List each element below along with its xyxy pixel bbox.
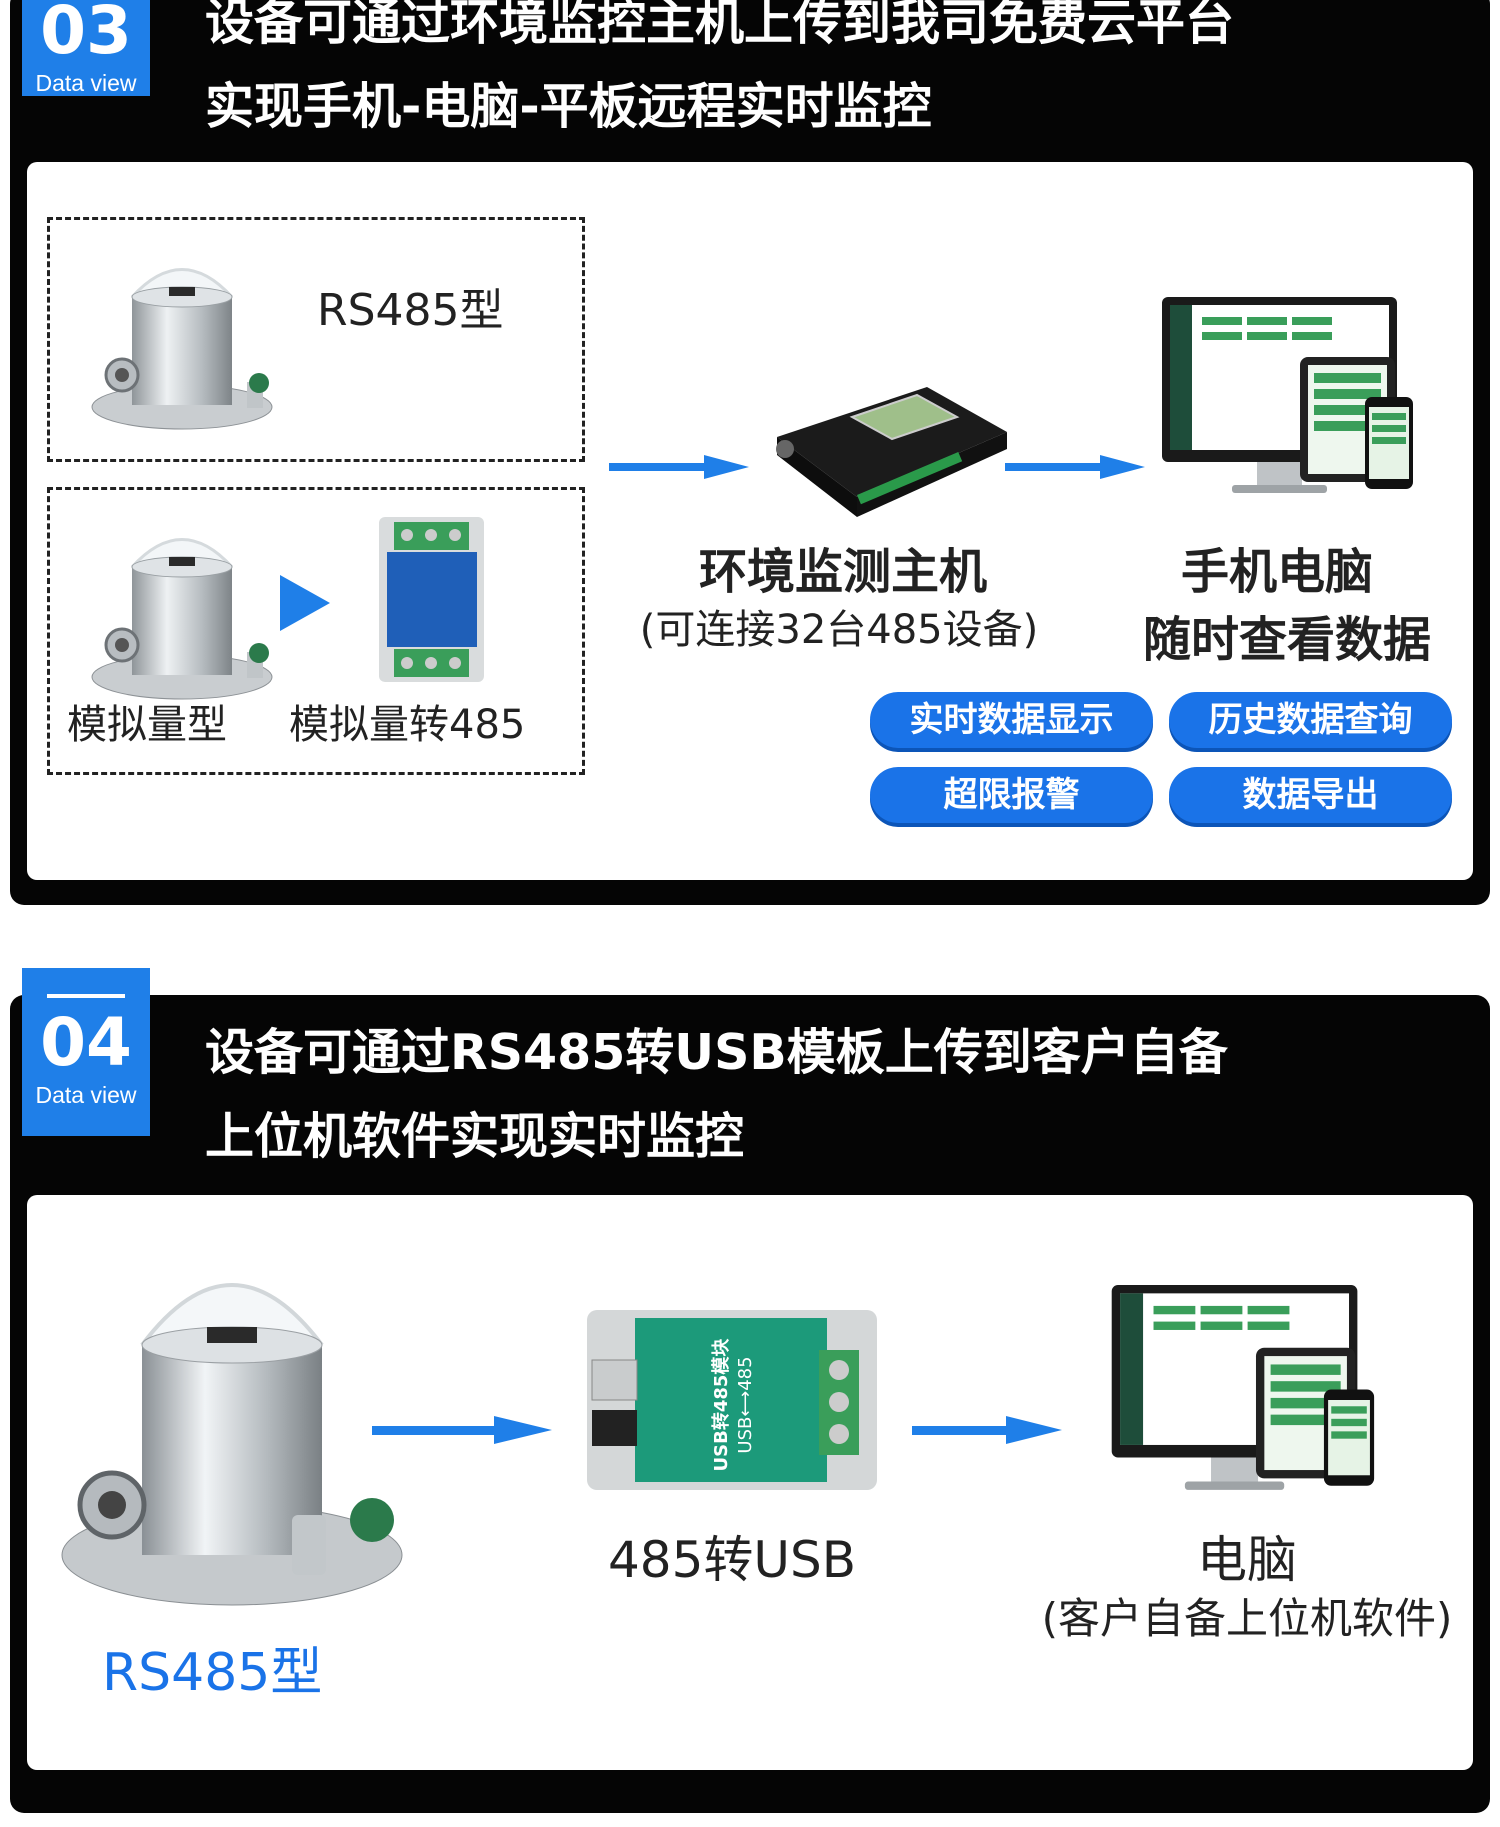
section-03-badge: 03 Data view	[22, 0, 150, 96]
clients-note: 随时查看数据	[1142, 612, 1431, 668]
analog-to-485-module-image	[379, 517, 484, 682]
section-number: 04	[40, 1004, 132, 1081]
section-04-title-line1: 设备可通过RS485转USB模板上传到客户自备	[205, 1024, 1228, 1081]
rs485-sensor-image	[61, 1283, 403, 1606]
rs485-sensor-image	[91, 268, 273, 430]
section-subtitle: Data view	[35, 70, 137, 96]
usb-module-text2: USB⟷485	[735, 1356, 756, 1453]
usb-module-text: USB转485模块	[710, 1338, 732, 1472]
feature-export-pill: 数据导出	[1169, 767, 1452, 823]
feature-history-pill: 历史数据查询	[1169, 692, 1452, 748]
pc-monitor-tablet-phone-image	[1111, 1285, 1375, 1490]
monitoring-host-image	[776, 387, 1007, 517]
section-04-badge: 04 Data view	[22, 968, 150, 1136]
feature-alarm-pill: 超限报警	[870, 767, 1153, 823]
badge-top-bar	[47, 994, 125, 998]
section-04-card: RS485型 USB转485模块 USB⟷485 485转USB 电脑 (客	[27, 1195, 1473, 1770]
rs485-type-label: RS485型	[317, 285, 504, 336]
section-03-title-line2: 实现手机-电脑-平板远程实时监控	[205, 78, 932, 135]
monitor-tablet-phone-image	[1162, 297, 1413, 493]
clients-label: 手机电脑	[1180, 544, 1373, 600]
section-subtitle: Data view	[35, 1082, 137, 1108]
usb-converter-label: 485转USB	[607, 1531, 857, 1589]
triangle-arrow-icon	[280, 575, 330, 631]
arrow-to-usb-icon	[372, 1416, 552, 1444]
host-capacity-note: (可连接32台485设备)	[639, 607, 1039, 653]
arrow-to-host-icon	[609, 455, 749, 479]
section-03-card: RS485型 模拟量型 模拟量转485 环境监	[27, 162, 1473, 880]
analog-group-box	[47, 487, 585, 775]
rs485-type-label: RS485型	[102, 1643, 323, 1703]
section-03-title-line1: 设备可通过环境监控主机上传到我司免费云平台	[205, 0, 1235, 51]
rs485-group-box	[47, 217, 585, 462]
analog-to-485-label: 模拟量转485	[289, 702, 526, 748]
host-label: 环境监测主机	[699, 544, 988, 600]
section-number: 03	[40, 0, 132, 69]
pc-software-note: (客户自备上位机软件)	[1041, 1594, 1453, 1643]
section-04-title-line2: 上位机软件实现实时监控	[205, 1108, 745, 1165]
arrow-to-pc-icon	[912, 1416, 1062, 1444]
pc-label: 电脑	[1197, 1531, 1297, 1589]
arrow-to-clients-icon	[1005, 455, 1145, 479]
usb-to-485-module-image: USB转485模块 USB⟷485	[587, 1310, 877, 1490]
analog-type-label: 模拟量型	[67, 702, 227, 748]
analog-sensor-image	[91, 538, 273, 700]
feature-realtime-pill: 实时数据显示	[870, 692, 1153, 748]
